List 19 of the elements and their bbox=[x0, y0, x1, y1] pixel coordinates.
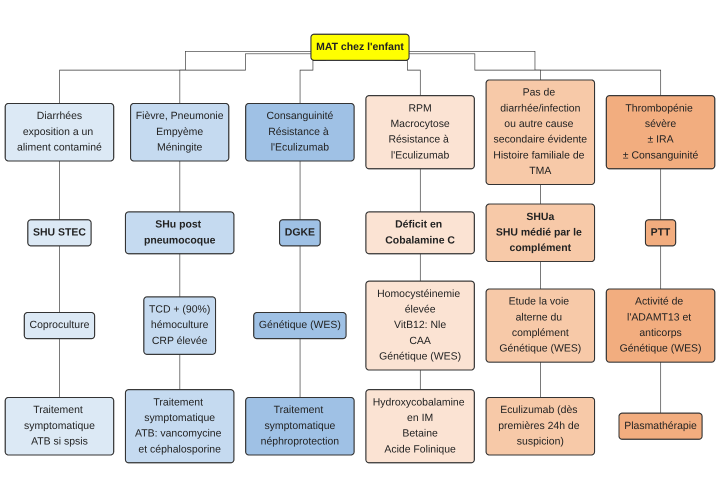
connector bbox=[300, 246, 301, 314]
connector bbox=[420, 370, 421, 390]
connector bbox=[300, 338, 301, 398]
connector bbox=[59, 51, 312, 104]
connector bbox=[180, 53, 312, 104]
connector bbox=[59, 246, 60, 314]
connector bbox=[660, 246, 662, 290]
connector bbox=[660, 362, 662, 414]
connector bbox=[540, 362, 541, 398]
connector bbox=[540, 262, 541, 290]
connector bbox=[300, 160, 301, 220]
connector bbox=[59, 338, 60, 398]
connector bbox=[409, 51, 662, 96]
connector bbox=[420, 254, 421, 282]
connector bbox=[59, 160, 60, 220]
connector bbox=[540, 184, 541, 205]
connector bbox=[660, 168, 662, 220]
connector bbox=[409, 53, 541, 81]
connector bbox=[420, 168, 421, 213]
